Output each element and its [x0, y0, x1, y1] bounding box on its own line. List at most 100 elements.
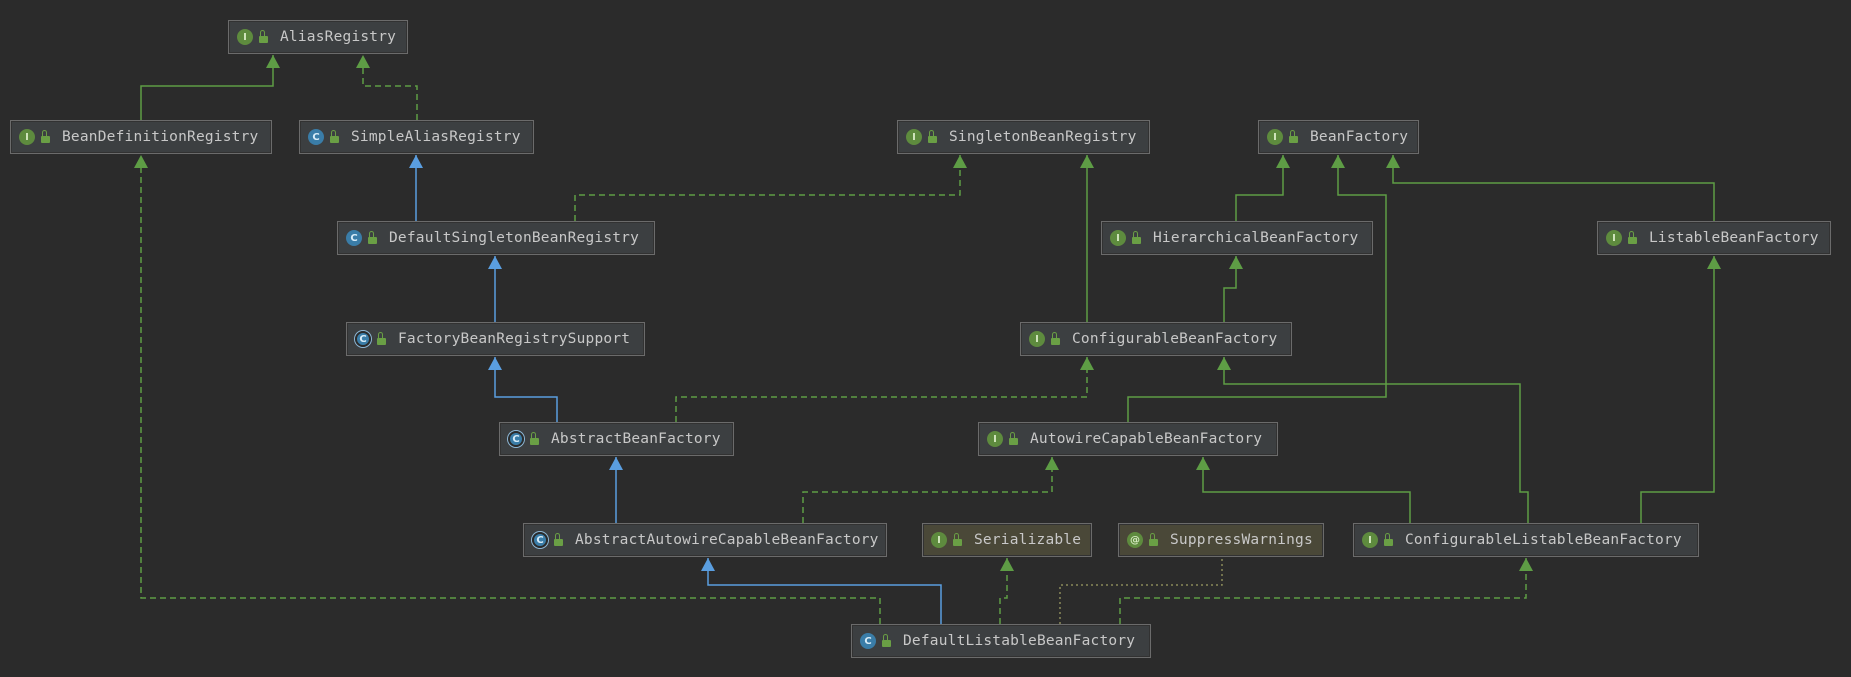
- arrowhead: [1331, 155, 1345, 168]
- edge-implements: [574, 155, 967, 221]
- arrowhead: [1000, 558, 1014, 571]
- node-label: BeanFactory: [1310, 129, 1409, 145]
- node-label: HierarchicalBeanFactory: [1153, 230, 1359, 246]
- public-lock-icon: [1051, 331, 1060, 345]
- edge-interface-extends: [1640, 256, 1721, 523]
- edge-annotated: [1059, 558, 1223, 624]
- interface-icon: I: [1029, 331, 1045, 347]
- public-lock-icon: [530, 431, 539, 445]
- public-lock-icon: [882, 633, 891, 647]
- abstract-class-icon: C: [355, 331, 371, 347]
- arrowhead: [409, 155, 423, 168]
- edge-line: [1127, 155, 1387, 422]
- abstract-class-icon: C: [508, 431, 524, 447]
- node-label: DefaultSingletonBeanRegistry: [389, 230, 640, 246]
- arrowhead: [609, 457, 623, 470]
- annotation-icon: @: [1127, 532, 1143, 548]
- node-abstract-bean-factory[interactable]: C AbstractBeanFactory: [499, 422, 734, 456]
- node-label: ConfigurableListableBeanFactory: [1405, 532, 1682, 548]
- interface-icon: I: [1110, 230, 1126, 246]
- edge-interface-extends: [1386, 155, 1715, 221]
- public-lock-icon: [1628, 230, 1637, 244]
- arrowhead: [266, 55, 280, 68]
- edge-class-extends: [488, 256, 502, 322]
- edge-interface-extends: [1223, 256, 1243, 322]
- node-label: AbstractAutowireCapableBeanFactory: [575, 532, 879, 548]
- arrowhead: [1080, 357, 1094, 370]
- public-lock-icon: [953, 532, 962, 546]
- edge-line: [1223, 256, 1237, 322]
- node-configurable-listable-bean-factory[interactable]: I ConfigurableListableBeanFactory: [1353, 523, 1699, 557]
- edge-implements: [675, 357, 1094, 422]
- node-default-singleton-bean-registry[interactable]: C DefaultSingletonBeanRegistry: [337, 221, 655, 255]
- edge-interface-extends: [1235, 155, 1290, 221]
- public-lock-icon: [377, 331, 386, 345]
- public-lock-icon: [41, 129, 50, 143]
- node-label: AliasRegistry: [280, 29, 397, 45]
- arrowhead: [953, 155, 967, 168]
- public-lock-icon: [1132, 230, 1141, 244]
- node-label: DefaultListableBeanFactory: [903, 633, 1136, 649]
- edge-line: [140, 55, 274, 120]
- edge-line: [1640, 256, 1715, 523]
- edge-line: [1223, 357, 1529, 523]
- node-alias-registry[interactable]: I AliasRegistry: [228, 20, 408, 54]
- arrowhead: [134, 155, 148, 168]
- abstract-class-icon: C: [532, 532, 548, 548]
- edge-line: [707, 558, 942, 624]
- edge-interface-extends: [1217, 357, 1529, 523]
- interface-icon: I: [1267, 129, 1283, 145]
- edge-class-extends: [609, 457, 623, 523]
- interface-icon: I: [931, 532, 947, 548]
- arrowhead: [1276, 155, 1290, 168]
- arrowhead: [1045, 457, 1059, 470]
- node-hierarchical-bean-factory[interactable]: I HierarchicalBeanFactory: [1101, 221, 1373, 255]
- edge-line: [1235, 155, 1284, 221]
- arrowhead: [1386, 155, 1400, 168]
- arrowhead: [1707, 256, 1721, 269]
- node-abstract-autowire-capable-bean-factory[interactable]: C AbstractAutowireCapableBeanFactory: [523, 523, 887, 557]
- node-label: AbstractBeanFactory: [551, 431, 721, 447]
- arrowhead: [1217, 357, 1231, 370]
- edge-line: [1119, 558, 1527, 624]
- node-label: BeanDefinitionRegistry: [62, 129, 259, 145]
- class-icon: C: [860, 633, 876, 649]
- public-lock-icon: [1009, 431, 1018, 445]
- arrowhead: [356, 55, 370, 68]
- edge-line: [1392, 155, 1715, 221]
- edge-line: [494, 357, 558, 422]
- node-configurable-bean-factory[interactable]: I ConfigurableBeanFactory: [1020, 322, 1292, 356]
- node-bean-factory[interactable]: I BeanFactory: [1258, 120, 1419, 154]
- node-suppress-warnings[interactable]: @SuppressWarnings: [1118, 523, 1324, 557]
- edge-line: [1059, 558, 1223, 624]
- node-bean-definition-registry[interactable]: I BeanDefinitionRegistry: [10, 120, 272, 154]
- arrowhead: [1519, 558, 1533, 571]
- public-lock-icon: [554, 532, 563, 546]
- interface-icon: I: [1362, 532, 1378, 548]
- edge-interface-extends: [1196, 457, 1411, 523]
- edge-implements: [356, 55, 418, 120]
- edge-line: [140, 155, 881, 624]
- interface-icon: I: [987, 431, 1003, 447]
- class-icon: C: [346, 230, 362, 246]
- interface-icon: I: [906, 129, 922, 145]
- edge-interface-extends: [1127, 155, 1387, 422]
- public-lock-icon: [259, 29, 268, 43]
- edge-line: [1202, 457, 1411, 523]
- interface-icon: I: [19, 129, 35, 145]
- node-default-listable-bean-factory[interactable]: C DefaultListableBeanFactory: [851, 624, 1151, 658]
- node-label: ConfigurableBeanFactory: [1072, 331, 1278, 347]
- arrowhead: [1080, 155, 1094, 168]
- edge-implements: [802, 457, 1059, 523]
- edge-implements: [134, 155, 881, 624]
- interface-icon: I: [237, 29, 253, 45]
- public-lock-icon: [928, 129, 937, 143]
- edge-class-extends: [701, 558, 942, 624]
- class-icon: C: [308, 129, 324, 145]
